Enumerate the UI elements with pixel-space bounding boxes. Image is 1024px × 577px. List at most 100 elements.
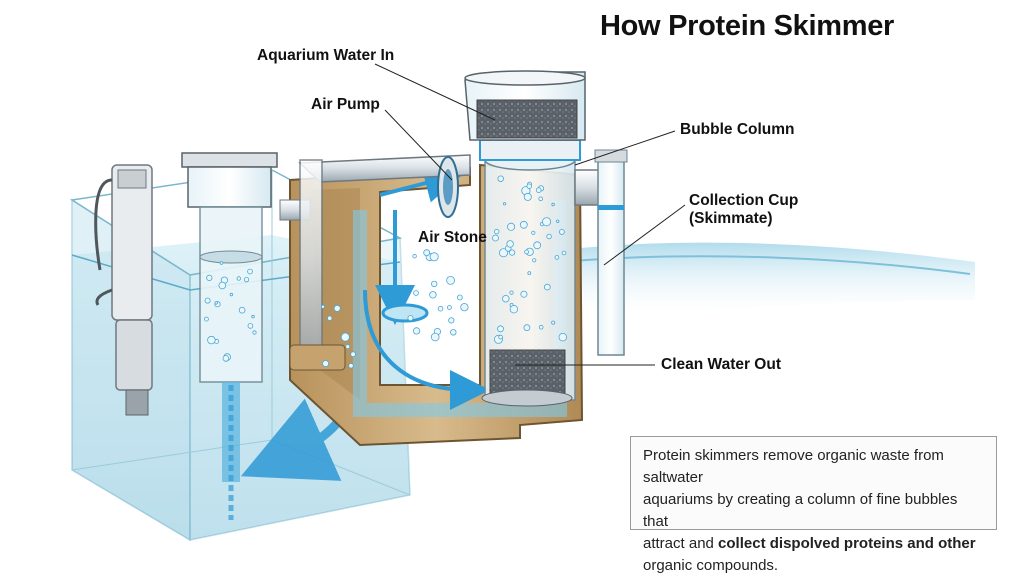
bubble: [532, 258, 537, 263]
bubble: [502, 295, 510, 303]
bubble: [345, 344, 351, 350]
bubble: [333, 304, 341, 312]
bubble: [494, 228, 500, 235]
bubble: [446, 275, 456, 285]
bubble: [561, 250, 567, 256]
bubble: [498, 248, 508, 258]
bubble: [508, 249, 516, 256]
bubble: [340, 332, 350, 342]
caption-line-1: Protein skimmers remove organic waste fr…: [643, 447, 944, 486]
bubble: [206, 274, 213, 281]
bubble: [509, 290, 514, 295]
bubble: [207, 335, 216, 345]
diagram-title: How Protein Skimmer: [600, 10, 895, 42]
bubble: [320, 304, 325, 309]
internal-flow-arrow-2: [363, 289, 490, 410]
bubble: [535, 187, 542, 193]
bubble: [523, 324, 531, 332]
bubble: [437, 305, 444, 312]
bubble: [229, 292, 234, 297]
bubble: [446, 305, 452, 310]
bubble: [448, 317, 455, 324]
bubble: [556, 219, 560, 223]
bubble: [204, 297, 211, 304]
caption-line-3: attract and collect dispolved proteins a…: [643, 533, 984, 555]
bubble: [502, 202, 507, 206]
bubble: [450, 329, 457, 336]
label-aquarium-water-in: Aquarium Water In: [257, 47, 395, 64]
air-stone: [381, 303, 429, 323]
bubble: [407, 315, 414, 322]
leader-lines: [374, 63, 686, 366]
caption-line-3-bold: collect dispolved proteins and other: [718, 535, 976, 552]
bubble: [214, 301, 218, 305]
bubble: [322, 360, 330, 368]
bubble: [542, 217, 552, 227]
bubble: [413, 290, 419, 296]
label-air-stone: Air Stone: [418, 229, 487, 246]
bubble: [554, 255, 560, 260]
bubble: [222, 355, 230, 362]
top-pipes: [279, 154, 471, 371]
bubble: [526, 183, 532, 189]
pump-unit: [94, 164, 153, 416]
caption-line-3-normal: attract and: [643, 535, 719, 552]
caption-box: Protein skimmers remove organic waste fr…: [630, 436, 997, 574]
bubble: [531, 230, 536, 235]
bubble: [498, 334, 503, 340]
bubble: [551, 320, 556, 325]
internal-flow-arrow-3: [379, 163, 465, 203]
bubble: [247, 323, 254, 329]
bubble: [218, 281, 227, 290]
bubble: [497, 175, 504, 182]
bubble: [251, 314, 255, 319]
bubble: [412, 254, 417, 259]
bubble: [350, 351, 356, 358]
bottom-foam-block: [489, 349, 566, 396]
bubble: [429, 252, 439, 262]
collection-cup: [464, 70, 586, 141]
caption-line-4: organic compounds.: [643, 557, 779, 574]
bubble: [247, 268, 253, 275]
protein-skimmer-diagram: [69, 63, 975, 542]
bubble: [507, 222, 516, 231]
bubble: [520, 290, 528, 298]
bubble: [348, 363, 354, 369]
bubble: [238, 306, 246, 314]
bubble: [431, 280, 438, 288]
bubble: [492, 234, 499, 242]
bubble: [327, 315, 333, 321]
bubble: [412, 327, 421, 335]
bubble: [538, 196, 543, 202]
bubble: [558, 333, 567, 342]
bubble: [506, 240, 514, 248]
bubble: [423, 249, 431, 257]
bubble: [497, 325, 504, 333]
bubble: [460, 303, 469, 312]
bubble: [543, 283, 551, 291]
label-collection-cup: Collection Cup: [689, 192, 799, 209]
bubble: [519, 220, 528, 229]
caption-line-2: aquariums by creating a column of fine b…: [643, 491, 958, 530]
bubble: [236, 276, 241, 281]
bubble: [430, 332, 440, 342]
standpipe: [594, 149, 628, 356]
bubble: [527, 271, 532, 276]
bubble: [524, 249, 529, 255]
bubble: [429, 291, 437, 299]
bubble: [243, 276, 250, 283]
bubble: [203, 316, 209, 322]
label-clean-water-out: Clean Water Out: [661, 356, 781, 373]
label-bubble-column: Bubble Column: [680, 121, 795, 138]
bottom-plate: [481, 389, 573, 407]
bubble: [559, 228, 565, 235]
bubble: [533, 241, 542, 250]
bubble: [509, 305, 519, 314]
bubble: [546, 233, 552, 240]
label-air-pump: Air Pump: [311, 96, 380, 113]
bubbles: [203, 175, 567, 369]
bubble: [456, 294, 463, 301]
bubble: [551, 202, 555, 207]
bubble: [219, 261, 224, 265]
label-skimmate: (Skimmate): [689, 210, 773, 227]
